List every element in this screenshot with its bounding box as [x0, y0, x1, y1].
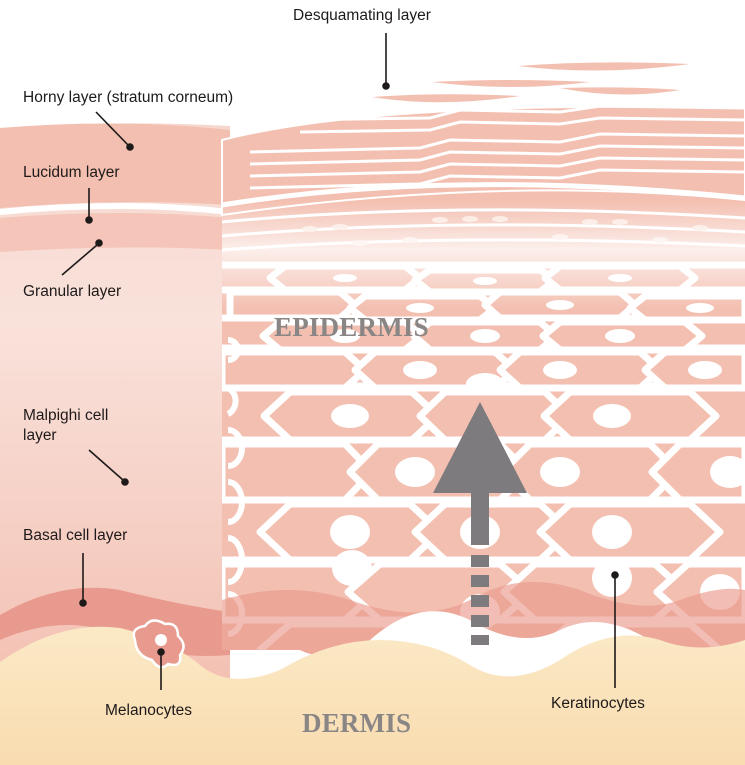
label-melanocytes: Melanocytes	[105, 702, 193, 719]
dermis-region	[0, 626, 745, 765]
region-label-dermis: DERMIS	[302, 708, 412, 738]
left-layer-band	[0, 123, 231, 690]
leader-lines	[61, 33, 619, 690]
label-granular-layer: Granular layer	[23, 283, 122, 300]
region-label-epidermis: EPIDERMIS	[274, 312, 429, 342]
label-malpighi-line2: layer	[23, 427, 57, 444]
label-lucidum-layer: Lucidum layer	[23, 164, 120, 181]
melanocyte-cell	[132, 619, 185, 669]
desquamating-flakes	[372, 62, 690, 103]
label-horny-layer: Horny layer (stratum corneum)	[23, 89, 234, 106]
label-desquamating-layer: Desquamating layer	[293, 7, 431, 24]
horny-layer-lines	[221, 104, 745, 208]
label-keratinocytes: Keratinocytes	[551, 695, 645, 712]
label-malpighi-line1: Malpighi cell	[23, 407, 109, 424]
upward-arrow-icon	[433, 402, 527, 645]
label-basal-cell-layer: Basal cell layer	[23, 527, 128, 544]
